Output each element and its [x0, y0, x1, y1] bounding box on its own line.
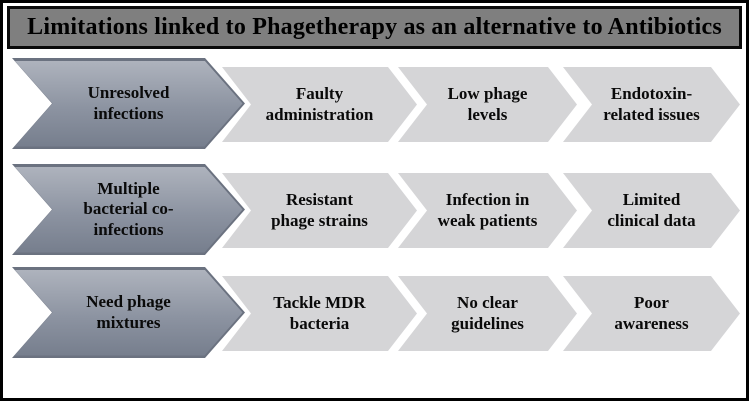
chevron-fill: [15, 61, 243, 147]
chevron-fill: [15, 167, 243, 253]
chevron-label: Poor awareness: [614, 293, 689, 333]
chevron-label: Low phage levels: [447, 84, 528, 124]
step-chevron-tackle-mdr-bacteria: Tackle MDR bacteria: [222, 276, 417, 351]
chevron-label: Faulty administration: [265, 84, 374, 124]
chevron-label: No clear guidelines: [451, 293, 524, 333]
chevron-label: Unresolved infections: [87, 83, 170, 123]
chevron-label: Infection in weak patients: [437, 190, 538, 230]
chevron-row-2: Multiple bacterial co- infections Resist…: [3, 164, 746, 255]
step-chevron-faulty-administration: Faulty administration: [222, 67, 417, 142]
chevron-row-3: Need phage mixtures Tackle MDR bacteria …: [3, 267, 746, 358]
chevron-label: Multiple bacterial co- infections: [83, 179, 174, 239]
step-chevron-resistant-phage-strains: Resistant phage strains: [222, 173, 417, 248]
chevron-fill: [15, 270, 243, 356]
chevron-label: Limited clinical data: [607, 190, 696, 230]
lead-chevron-need-phage-mixtures: Need phage mixtures: [12, 267, 245, 358]
step-chevron-endotoxin-issues: Endotoxin- related issues: [563, 67, 740, 142]
page-title: Limitations linked to Phagetherapy as an…: [27, 14, 722, 40]
chevron-label: Endotoxin- related issues: [603, 84, 700, 124]
chevron-row-1: Unresolved infections Faulty administrat…: [3, 58, 746, 149]
chevron-label: Resistant phage strains: [271, 190, 368, 230]
chevron-label: Need phage mixtures: [86, 292, 171, 332]
lead-chevron-multiple-coinfections: Multiple bacterial co- infections: [12, 164, 245, 255]
lead-chevron-unresolved-infections: Unresolved infections: [12, 58, 245, 149]
step-chevron-limited-clinical-data: Limited clinical data: [563, 173, 740, 248]
step-chevron-no-clear-guidelines: No clear guidelines: [398, 276, 577, 351]
step-chevron-infection-weak-patients: Infection in weak patients: [398, 173, 577, 248]
title-bar: Limitations linked to Phagetherapy as an…: [7, 6, 742, 49]
step-chevron-low-phage-levels: Low phage levels: [398, 67, 577, 142]
step-chevron-poor-awareness: Poor awareness: [563, 276, 740, 351]
chevron-label: Tackle MDR bacteria: [273, 293, 366, 333]
